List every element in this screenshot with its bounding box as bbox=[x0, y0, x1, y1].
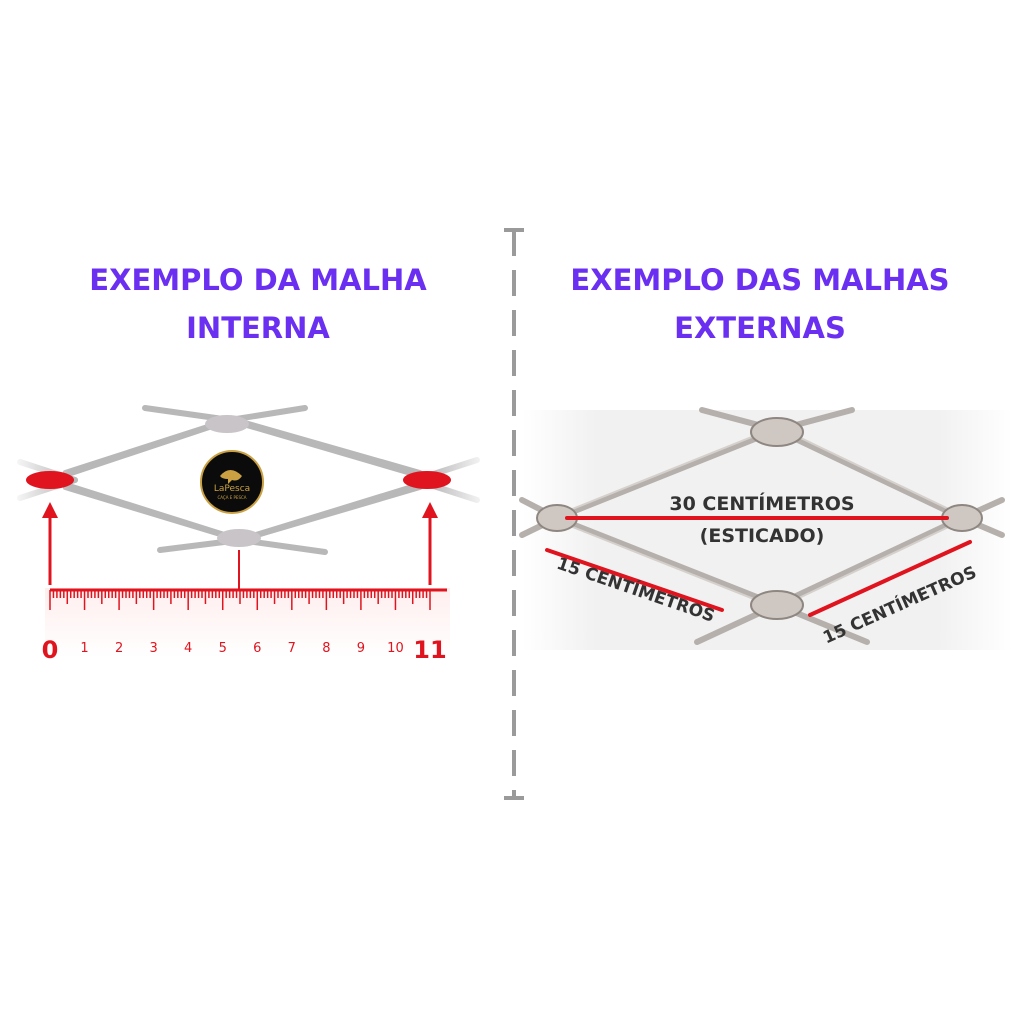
ruler-label: 7 bbox=[288, 641, 296, 656]
arrow-left-head bbox=[42, 502, 58, 518]
ruler-label: 6 bbox=[253, 641, 261, 656]
logo-text: LaPesca bbox=[214, 484, 250, 494]
side-measure-left bbox=[545, 548, 724, 612]
ruler-label: 4 bbox=[184, 641, 192, 656]
ruler-label: 9 bbox=[357, 641, 365, 656]
ruler-label: 5 bbox=[219, 641, 227, 656]
stretched-label-line1: 30 CENTÍMETROS bbox=[669, 492, 854, 515]
knot-bottom bbox=[750, 590, 804, 620]
arrow-right-head bbox=[422, 502, 438, 518]
ruler-label: 1 bbox=[80, 641, 88, 656]
knot-top bbox=[750, 417, 804, 447]
ruler-body bbox=[45, 588, 450, 658]
knot-top bbox=[205, 415, 249, 433]
knot-right-red bbox=[403, 471, 451, 489]
lapesca-logo: LaPesca CAÇA E PESCA bbox=[200, 450, 264, 514]
ruler-label: 8 bbox=[322, 641, 330, 656]
ruler-label: 11 bbox=[413, 636, 446, 664]
left-heading-line1: EXEMPLO DA MALHA bbox=[89, 263, 427, 297]
ruler-label: 2 bbox=[115, 641, 123, 656]
left-heading: EXEMPLO DA MALHA INTERNA bbox=[48, 256, 468, 352]
right-heading-line1: EXEMPLO DAS MALHAS bbox=[570, 263, 950, 297]
rope-strands bbox=[519, 407, 1005, 645]
knot-bottom bbox=[217, 529, 261, 547]
inner-mesh-illustration: 0 1 2 3 4 5 6 7 8 9 10 11 bbox=[15, 400, 485, 664]
ruler-label: 3 bbox=[149, 641, 157, 656]
ruler-ticks bbox=[49, 590, 431, 610]
side-measure-right bbox=[808, 540, 972, 617]
knot-left-red bbox=[26, 471, 74, 489]
panel-divider bbox=[504, 228, 524, 800]
right-heading: EXEMPLO DAS MALHAS EXTERNAS bbox=[550, 256, 970, 352]
external-mesh-illustration: 30 CENTÍMETROS (ESTICADO) 15 CENTÍMETROS… bbox=[519, 407, 1012, 650]
ruler-label: 0 bbox=[42, 636, 59, 664]
stretched-label-line2: (ESTICADO) bbox=[700, 525, 825, 547]
ruler-label: 10 bbox=[387, 641, 404, 656]
ruler-labels: 0 1 2 3 4 5 6 7 8 9 10 11 bbox=[42, 636, 447, 664]
fish-icon bbox=[220, 470, 242, 484]
right-heading-line2: EXTERNAS bbox=[674, 311, 846, 345]
logo-subtext: CAÇA E PESCA bbox=[217, 495, 246, 500]
left-heading-line2: INTERNA bbox=[186, 311, 330, 345]
